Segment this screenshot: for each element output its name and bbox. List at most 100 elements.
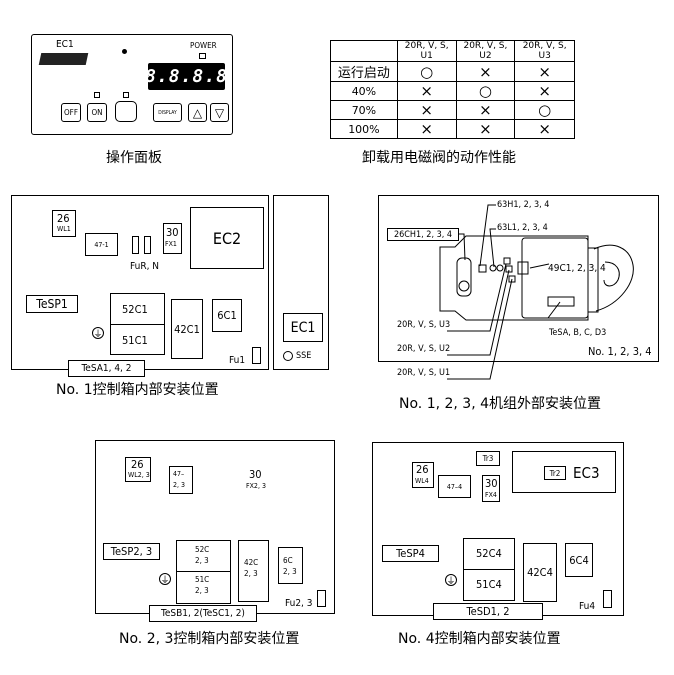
fuse-label: FuR, N	[130, 261, 160, 272]
fuse-label: Fu2, 3	[285, 598, 313, 609]
ground-icon: ⏚	[445, 574, 457, 587]
contactor-42: 42C4	[523, 543, 557, 602]
panel-caption: 操作面板	[106, 150, 162, 166]
table-cell: ×	[396, 100, 457, 120]
table-header: 20R, V, S, U3	[514, 40, 575, 62]
relay-26	[125, 457, 151, 482]
relay-30-label: 30	[249, 468, 262, 481]
unit-frame	[378, 195, 659, 362]
fuse-r	[132, 236, 139, 254]
contactor-42-sub: 2, 3	[244, 569, 258, 578]
relay-30-label: 30	[166, 226, 179, 239]
relay-26-sub: WL1	[57, 225, 71, 233]
contactor-52-label: 52C4	[476, 547, 502, 560]
sse-label: SSE	[296, 351, 312, 361]
off-button[interactable]: OFF	[61, 103, 81, 122]
contactor-42-label: 42C	[244, 558, 259, 567]
contactor-52-label: 52C	[195, 545, 210, 554]
contactor-6-sub: 2, 3	[283, 567, 297, 576]
relay-30	[482, 475, 500, 502]
row-label: 100%	[330, 119, 398, 139]
label-u2: 20R, V, S, U2	[397, 344, 451, 354]
label-63h: 63H1, 2, 3, 4	[497, 200, 550, 210]
on-led	[94, 92, 100, 98]
transformer-tr3: Tr3	[476, 451, 500, 466]
table-row: 运行启动 ○ × ×	[330, 61, 575, 82]
table-cell: ×	[514, 119, 575, 139]
table-cell: ○	[396, 61, 457, 82]
relay-26	[412, 462, 434, 488]
contactor-51-label: 51C4	[476, 578, 502, 591]
relay-30-sub: FX4	[485, 491, 497, 499]
controller-ec1: EC1	[283, 313, 323, 342]
terminal-tesa: TeSA1, 4, 2	[68, 360, 145, 377]
relay-26-label: 26	[57, 212, 70, 225]
contactor-42: 42C1	[171, 299, 203, 359]
table-cell: ○	[514, 100, 575, 120]
relay-26-label: 26	[131, 458, 144, 471]
relay-47: 47-1	[85, 233, 118, 256]
contactor-52-sub: 2, 3	[195, 556, 209, 565]
ec3-label: EC3	[573, 464, 600, 482]
power-label: POWER	[190, 41, 217, 50]
box1-caption: No. 1控制箱内部安装位置	[56, 382, 219, 398]
fuse1-label: Fu1	[229, 355, 246, 366]
terminal-tesp4: TeSP4	[382, 545, 439, 562]
terminal-tesd: TeSD1, 2	[433, 603, 543, 620]
relay-26	[52, 210, 76, 237]
label-u3: 20R, V, S, U3	[397, 320, 451, 330]
relay-47-sub: 2, 3	[173, 481, 186, 489]
contactor-51-label: 51C1	[122, 334, 148, 347]
display-digits: 8.8.8.8	[145, 66, 228, 87]
relay-26-sub: WL2, 3	[128, 471, 150, 479]
fuse	[317, 590, 326, 607]
panel-label: EC1	[56, 39, 74, 50]
terminal-tesp: TeSP2, 3	[103, 543, 160, 560]
relay-30-label: 30	[485, 477, 498, 490]
blank-led	[123, 92, 129, 98]
display-button[interactable]: DISPLAY	[153, 103, 182, 122]
table-cell: ×	[514, 81, 575, 101]
table-cell: ×	[455, 119, 516, 139]
relay-47-label: 47–	[173, 470, 185, 478]
up-button[interactable]: △	[188, 103, 207, 122]
label-tesa: TeSA, B, C, D3	[549, 328, 607, 338]
unit-number: No. 1, 2, 3, 4	[588, 345, 652, 358]
table-cell: ×	[396, 81, 457, 101]
down-button[interactable]: ▽	[210, 103, 229, 122]
relay-30-sub: FX1	[165, 240, 177, 248]
label-63l: 63L1, 2, 3, 4	[497, 223, 548, 233]
relay-26-sub: WL4	[415, 477, 429, 485]
power-led	[199, 53, 206, 59]
unit-caption: No. 1, 2, 3, 4机组外部安装位置	[399, 396, 602, 412]
table-cell: ○	[455, 81, 516, 101]
table-row: 40% × ○ ×	[330, 81, 575, 101]
divider	[110, 324, 165, 325]
fuse-label: Fu4	[579, 601, 596, 612]
controller-ec2: EC2	[190, 207, 264, 269]
fuse-n	[144, 236, 151, 254]
sse-indicator	[283, 351, 293, 361]
table-caption: 卸载用电磁阀的动作性能	[362, 150, 516, 166]
contactor-52-51	[176, 540, 231, 604]
ground-icon: ⏚	[92, 327, 104, 340]
transformer-tr2: Tr2	[544, 466, 566, 480]
relay-30-sub: FX2, 3	[246, 482, 266, 490]
label-26ch: 26CH1, 2, 3, 4	[387, 228, 459, 241]
contactor-51-sub: 2, 3	[195, 586, 209, 595]
label-u1: 20R, V, S, U1	[397, 368, 451, 378]
terminal-tesb: TeSB1, 2(TeSC1, 2)	[149, 605, 257, 622]
segment-display: 8.8.8.8	[145, 63, 228, 90]
fuse1	[252, 347, 261, 364]
relay-47	[169, 466, 193, 494]
relay-30	[163, 223, 182, 254]
table-cell: ×	[396, 119, 457, 139]
box23-caption: No. 2, 3控制箱内部安装位置	[119, 631, 300, 647]
fuse4	[603, 590, 612, 608]
on-button[interactable]: ON	[87, 103, 107, 122]
blank-button[interactable]	[115, 101, 137, 122]
divider	[176, 571, 231, 572]
contactor-42	[238, 540, 269, 602]
box4-caption: No. 4控制箱内部安装位置	[398, 631, 561, 647]
